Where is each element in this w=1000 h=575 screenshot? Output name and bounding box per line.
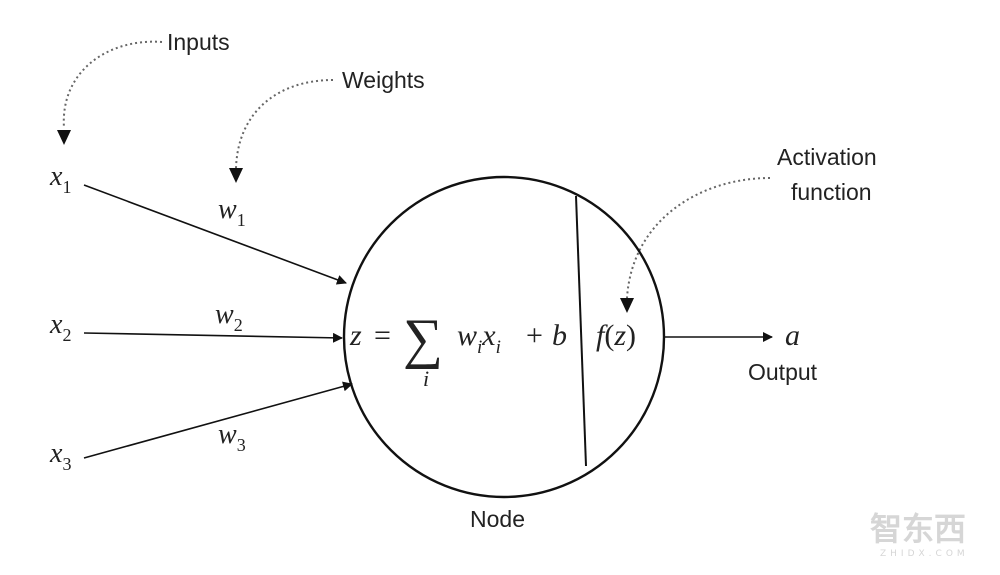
formula-equals: = xyxy=(374,319,391,352)
activation-label-line1: Activation xyxy=(777,144,877,170)
activation-label-line2: function xyxy=(791,179,872,205)
input-x2: x2 xyxy=(49,309,71,345)
output-label: Output xyxy=(748,359,818,385)
input-x1: x1 xyxy=(49,161,71,197)
node-label: Node xyxy=(470,506,525,532)
input-edge-1 xyxy=(83,184,347,285)
input-edge-3 xyxy=(83,381,353,459)
weights-label: Weights xyxy=(342,67,425,93)
input-x3: x3 xyxy=(49,438,71,474)
activation-pointer-arrow xyxy=(620,177,771,313)
weight-w1: w1 xyxy=(218,194,246,230)
formula-z: z xyxy=(349,319,362,352)
inputs-label: Inputs xyxy=(167,29,230,55)
formula-wx-term: wixi xyxy=(457,319,501,358)
summation-formula: z = ∑ i wixi + b xyxy=(349,308,567,391)
activation-expression: f(z) xyxy=(596,319,636,352)
node-circle xyxy=(342,175,666,499)
sigma-index: i xyxy=(423,366,429,391)
node-divider xyxy=(575,195,587,467)
output-a: a xyxy=(785,319,800,352)
watermark-logo-text: 智东西 xyxy=(870,510,966,548)
weight-w3: w3 xyxy=(218,419,246,455)
input-edge-2 xyxy=(83,332,343,343)
watermark-logo: 智东西 ZHIDX.COM xyxy=(870,510,969,559)
inputs-pointer-arrow xyxy=(57,40,163,145)
formula-plus: + xyxy=(526,319,543,352)
watermark-tagline: ZHIDX.COM xyxy=(880,549,969,559)
weight-w2: w2 xyxy=(215,299,243,335)
weights-pointer-arrow xyxy=(229,79,334,183)
formula-bias: b xyxy=(552,319,567,352)
sigma-symbol: ∑ xyxy=(403,308,443,370)
